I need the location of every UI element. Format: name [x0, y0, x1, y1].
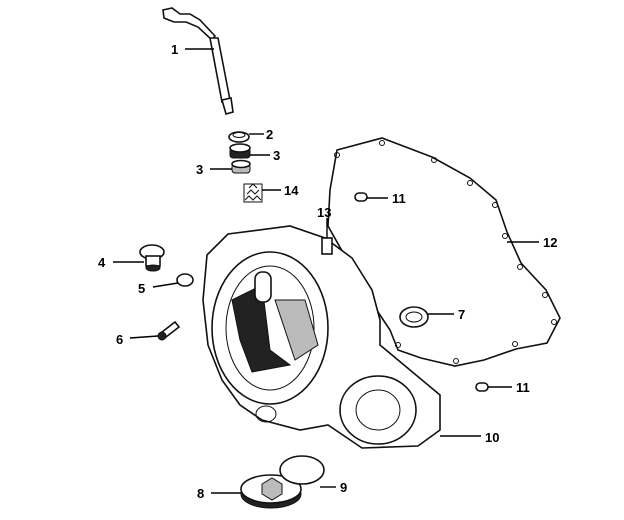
- part-6-bolt: [157, 320, 181, 341]
- callout-9: 9: [340, 480, 347, 495]
- part-8-cap: [240, 474, 302, 509]
- callout-14: 14: [284, 183, 299, 198]
- part-2-washer: [228, 131, 250, 143]
- gasket-holes: [334, 140, 557, 364]
- callout-8: 8: [197, 486, 204, 501]
- leader-lines: [113, 48, 539, 494]
- callout-1: 1: [171, 42, 178, 57]
- callout-5: 5: [138, 281, 145, 296]
- part-5-oring: [176, 273, 194, 287]
- part-11-dowel-lower: [475, 382, 489, 392]
- part-11-dowel-upper: [354, 192, 368, 202]
- part-3-bearing-upper: [229, 143, 251, 159]
- part-14-spring: [243, 183, 263, 203]
- callout-11-lower: 11: [516, 380, 530, 395]
- part-3-bearing-lower: [231, 159, 251, 174]
- callout-6: 6: [116, 332, 123, 347]
- callout-12: 12: [543, 235, 557, 250]
- callout-4: 4: [98, 255, 106, 270]
- callout-2: 2: [266, 127, 273, 142]
- part-1-shaft: [162, 7, 234, 115]
- callout-13: 13: [317, 205, 331, 220]
- callout-3-upper: 3: [273, 148, 280, 163]
- callout-11-upper: 11: [392, 191, 406, 206]
- callout-3-lower: 3: [196, 162, 203, 177]
- part-7-seal: [399, 306, 429, 328]
- callout-10: 10: [485, 430, 499, 445]
- part-10-crankcase-cover: [202, 225, 441, 449]
- callout-labels: 1 2 3 3 14 11 13 12 4 5 7 6 11 10 8 9: [98, 42, 557, 501]
- part-9-oring: [279, 455, 325, 485]
- callout-7: 7: [458, 307, 465, 322]
- part-4-fitting: [139, 244, 165, 272]
